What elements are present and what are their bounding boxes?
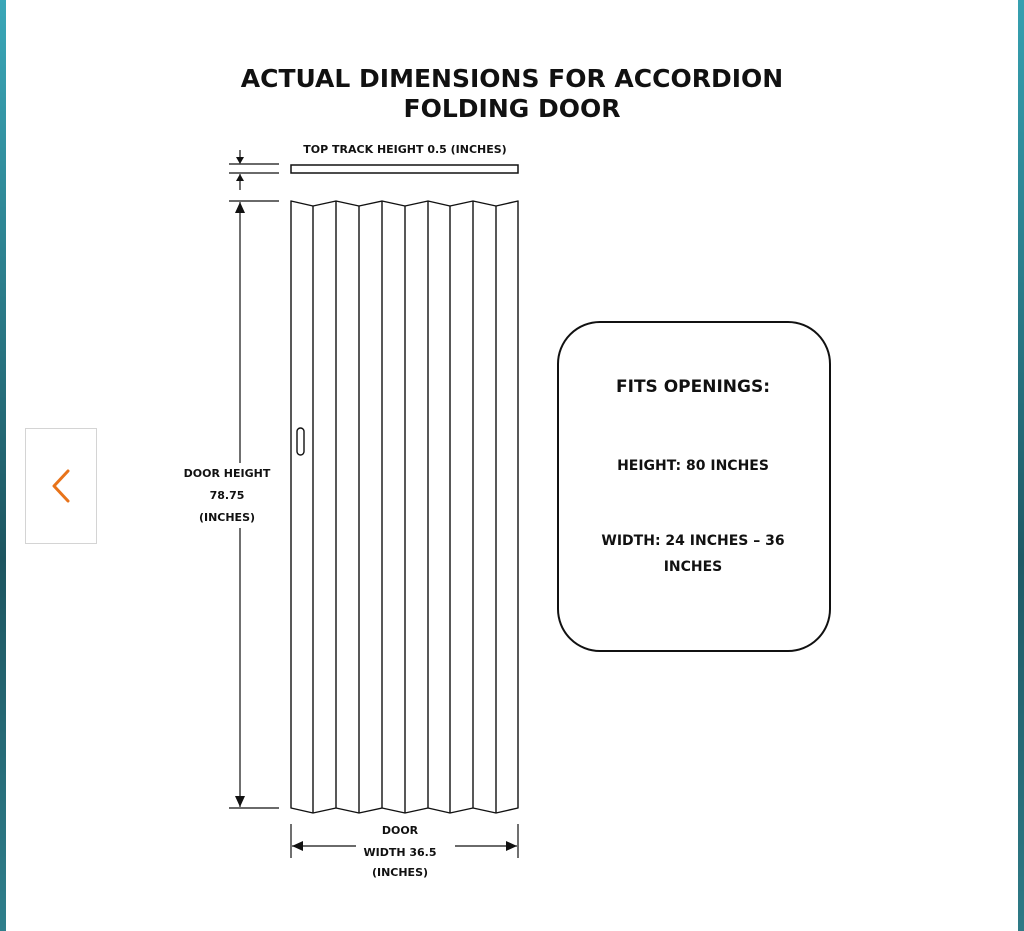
door-width-value: WIDTH 36.5 (363, 846, 436, 859)
top-track-label: TOP TRACK HEIGHT 0.5 (INCHES) (303, 143, 506, 156)
previous-image-button[interactable] (25, 428, 97, 544)
fits-width-line2: INCHES (664, 559, 723, 575)
door-handle (296, 427, 305, 456)
fits-openings-box (557, 321, 831, 652)
door-height-label: DOOR HEIGHT (184, 467, 271, 480)
window-edge-right (1018, 0, 1024, 931)
diagram-title-line2: FOLDING DOOR (404, 94, 621, 123)
fits-height: HEIGHT: 80 INCHES (617, 458, 769, 474)
top-track (290, 164, 519, 174)
door-height-unit: (INCHES) (199, 511, 255, 524)
window-edge-left (0, 0, 6, 931)
door-height-dimension (229, 200, 279, 809)
door-width-label: DOOR (382, 824, 419, 837)
door-width-unit: (INCHES) (372, 866, 428, 879)
accordion-door (290, 200, 519, 814)
fits-width-line1: WIDTH: 24 INCHES – 36 (601, 533, 784, 549)
top-track-height-marker (229, 150, 279, 190)
diagram-title-line1: ACTUAL DIMENSIONS FOR ACCORDION (241, 64, 783, 93)
door-width-dimension (290, 824, 519, 858)
fits-openings-title: FITS OPENINGS: (616, 377, 770, 397)
door-height-value: 78.75 (210, 489, 245, 502)
chevron-left-icon (52, 469, 70, 503)
